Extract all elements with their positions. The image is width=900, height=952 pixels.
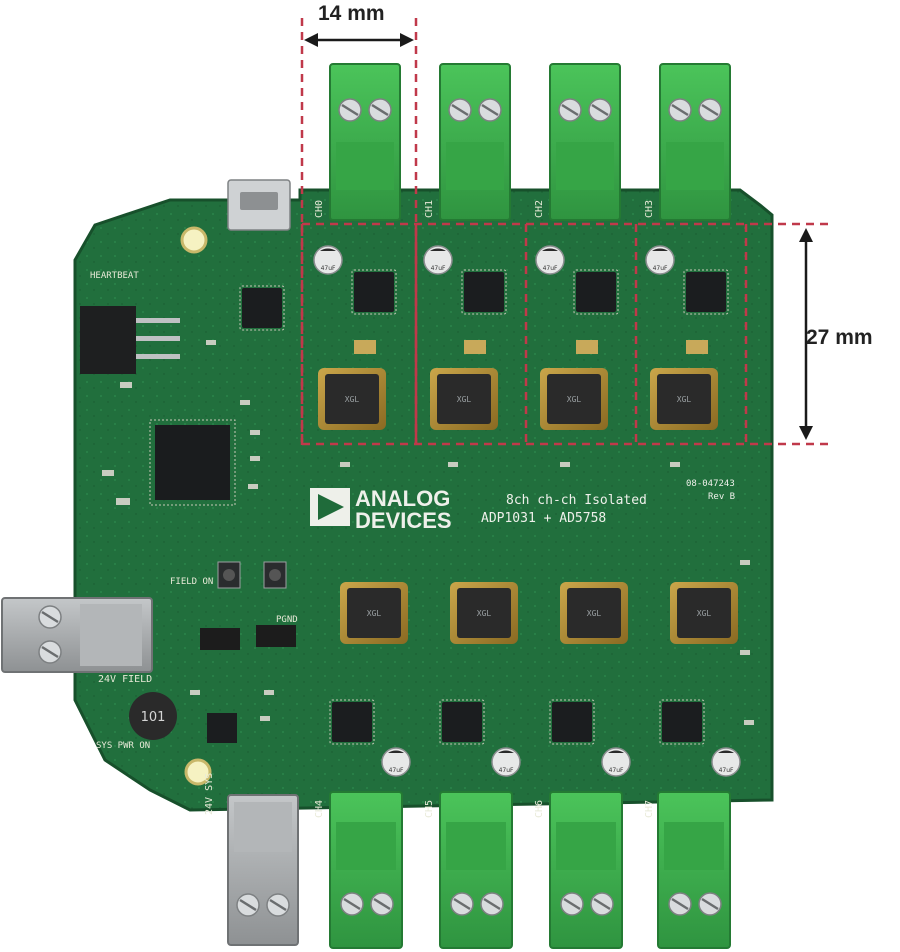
height-dimension-label: 27 mm [806,326,873,349]
push-button-s2 [263,561,287,589]
terminal-block-sys [227,794,299,946]
capacitor-mark: 47uF [719,767,734,774]
silk-24v-sys: 24V SYS [204,773,215,815]
usb-connector [227,179,291,231]
width-dimension-label: 14 mm [318,2,385,25]
silk-24v-field: 24V FIELD [98,674,152,685]
capacitor-mark: 47uF [543,265,558,272]
regulator-chip [207,713,237,743]
channel-label-bottom: CH4 [314,800,325,818]
channel-label-top: CH1 [424,200,435,218]
mounting-hole [184,758,212,786]
capacitor-mark: 47uF [431,265,446,272]
channel-label-top: CH3 [644,200,655,218]
capacitor-mark: 47uF [609,767,624,774]
channel-block-bottom: 47uF 47uF 47uF 47uF [329,582,741,777]
channel-label-bottom: CH5 [424,800,435,818]
terminal-block-top [329,63,731,221]
brand-line-1: ANALOG [355,486,450,511]
silk-field-on: FIELD ON [170,577,213,587]
channel-label-bottom: CH6 [534,800,545,818]
revision: Rev B [708,492,735,502]
capacitor-mark: 47uF [653,265,668,272]
push-button-s1 [217,561,241,589]
jumper [200,628,240,650]
board-title-2: ADP1031 + AD5758 [481,511,606,526]
channel-label-bottom: CH7 [644,800,655,818]
analog-devices-logo [310,488,350,526]
dimension-27mm [300,222,832,446]
silk-pgnd: PGND [276,615,298,625]
jumper [256,625,296,647]
silk-sys-pwr-on: SYS PWR ON [96,741,150,751]
pin-header [80,306,180,374]
mcu-chip [149,419,236,506]
channel-label-top: CH0 [314,200,325,218]
capacitor-mark: 47uF [499,767,514,774]
terminal-block-field [1,597,153,673]
board-title-1: 8ch ch-ch Isolated [506,493,647,508]
capacitor-mark: 47uF [321,265,336,272]
terminal-block-bottom [329,791,731,949]
brand-line-2: DEVICES [355,508,452,533]
silk-heartbeat: HEARTBEAT [90,271,139,281]
smd-components [102,340,754,725]
part-number: 08-047243 [686,479,735,489]
power-inductor: 101 [129,692,177,740]
capacitor-mark: 47uF [389,767,404,774]
channel-label-top: CH2 [534,200,545,218]
mounting-hole [180,226,208,254]
svg-text:101: 101 [141,710,166,725]
channel-block-top: 47uF 47uF 47uF 47uF [313,245,729,430]
usb-chip [239,285,285,331]
